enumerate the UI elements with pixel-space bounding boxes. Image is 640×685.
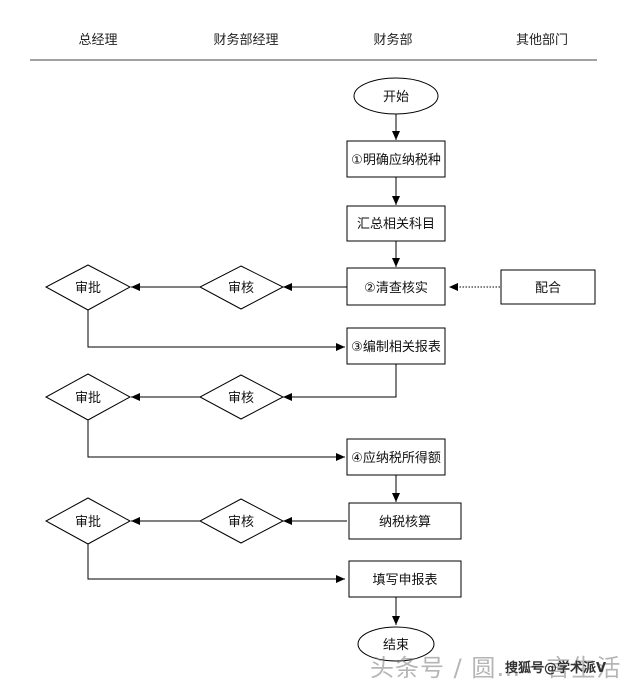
lane-header-general-manager: 总经理	[78, 33, 118, 48]
end-node-label: 结束	[383, 638, 409, 653]
review-decision-3-shape	[198, 498, 285, 544]
approve-decision-3-label: 审批	[75, 515, 101, 530]
approve-decision-1: 审批	[44, 264, 132, 311]
lane-header-finance-dept: 财务部	[373, 33, 413, 48]
edge-approve3-step7	[87, 544, 345, 583]
step-prepare-reports: ③编制相关报表	[346, 327, 446, 365]
connectors	[87, 114, 500, 625]
step-identify-tax-types: ①明确应纳税种	[346, 140, 446, 178]
approve-decision-2-label: 审批	[75, 391, 101, 406]
cooperate-node: 配合	[500, 269, 596, 305]
review-decision-2-shape	[198, 374, 285, 420]
step-identify-tax-types-box	[346, 140, 446, 178]
step-summarize-accounts-label: 汇总相关科目	[357, 217, 435, 232]
edge-step4-review2	[283, 364, 397, 401]
edge-approve2-step5	[87, 420, 345, 461]
watermark-credit: 搜狐号@学术派V	[505, 661, 607, 676]
approve-decision-1-shape	[44, 264, 132, 311]
step-verify: ②清查核实	[346, 267, 446, 306]
step-tax-accounting: 纳税核算	[348, 502, 462, 540]
step-fill-declaration-label: 填写申报表	[372, 573, 437, 588]
step-tax-accounting-box	[348, 502, 462, 540]
review-decision-3-label: 审核	[228, 515, 254, 530]
cooperate-node-box	[500, 269, 596, 305]
watermark-main: 头条号 / 圆…一言生活	[370, 654, 622, 682]
start-node-shape	[353, 77, 439, 115]
review-decision-1-shape	[198, 265, 285, 310]
review-decision-1: 审核	[198, 265, 285, 310]
step-prepare-reports-box	[346, 327, 446, 365]
start-node-label: 开始	[383, 90, 409, 105]
step-verify-box	[346, 267, 446, 306]
step-taxable-income-label: ④应纳税所得额	[351, 450, 441, 466]
step-identify-tax-types-label: ①明确应纳税种	[351, 152, 441, 168]
step-tax-accounting-label: 纳税核算	[379, 515, 431, 530]
end-node: 结束	[357, 626, 435, 662]
step-fill-declaration-box	[348, 560, 462, 598]
end-node-shape	[357, 626, 435, 662]
review-decision-1-label: 审核	[228, 281, 254, 296]
approve-decision-3: 审批	[44, 497, 132, 545]
start-node: 开始	[353, 77, 439, 115]
review-decision-2: 审核	[198, 374, 285, 420]
lane-header-finance-manager: 财务部经理	[213, 33, 279, 48]
lane-header-other-depts: 其他部门	[515, 33, 569, 48]
step-taxable-income: ④应纳税所得额	[346, 438, 446, 476]
review-decision-3: 审核	[198, 498, 285, 544]
step-verify-label: ②清查核实	[364, 281, 428, 296]
step-summarize-accounts-box	[346, 205, 446, 242]
step-taxable-income-box	[346, 438, 446, 476]
step-summarize-accounts: 汇总相关科目	[346, 205, 446, 242]
approve-decision-2: 审批	[44, 373, 132, 421]
edge-approve1-step4	[87, 310, 345, 351]
step-fill-declaration: 填写申报表	[348, 560, 462, 598]
approve-decision-1-label: 审批	[75, 281, 101, 296]
approve-decision-2-shape	[44, 373, 132, 421]
step-prepare-reports-label: ③编制相关报表	[351, 340, 441, 355]
cooperate-node-label: 配合	[535, 281, 561, 296]
review-decision-2-label: 审核	[228, 391, 254, 406]
approve-decision-3-shape	[44, 497, 132, 545]
